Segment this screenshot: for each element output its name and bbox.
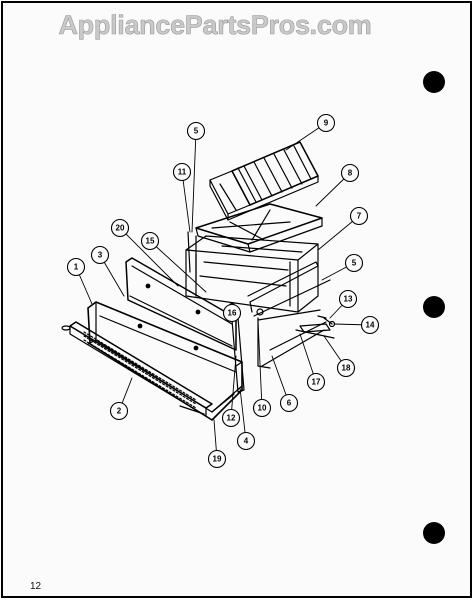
callout-circle: [172, 162, 192, 182]
callout-label: 3: [98, 251, 103, 260]
callout-circle: [360, 315, 380, 335]
binder-hole-middle: [423, 296, 445, 318]
callout-label: 13: [344, 295, 353, 304]
callout-label: 15: [146, 237, 155, 246]
callout-label: 11: [178, 168, 187, 177]
callout-label: 12: [227, 414, 236, 423]
broiler-pan-grid: [209, 141, 319, 221]
callout-circle: [186, 121, 206, 141]
callout-label: 1: [74, 263, 79, 272]
page-number: 12: [30, 581, 42, 592]
callout-circle: [349, 206, 369, 226]
callout-circle: [252, 398, 272, 418]
callout-circle: [90, 245, 110, 265]
callout-circle: [110, 218, 130, 238]
callout-circle: [344, 253, 364, 273]
watermark-text: AppliancePartsPros.com: [58, 10, 372, 41]
broiler-pan: [195, 203, 323, 253]
callout-label: 18: [342, 364, 351, 373]
callout-label: 5: [352, 259, 357, 268]
callout-label: 16: [228, 309, 237, 318]
callout-circle: [236, 431, 256, 451]
drawer-front: [87, 301, 243, 421]
inner-drawer-panel: [125, 257, 237, 351]
callout-circle: [140, 231, 160, 251]
callout-circle: [109, 401, 129, 421]
binder-hole-top: [423, 71, 445, 93]
callout-circle: [222, 303, 242, 323]
drawer-body: [185, 235, 319, 313]
callout-circle: [279, 393, 299, 413]
callout-circle: [316, 113, 336, 133]
callout-label: 9: [324, 119, 329, 128]
callout-circle: [221, 408, 241, 428]
binder-hole-bottom: [423, 522, 445, 544]
callout-circle: [306, 372, 326, 392]
callout-label: 10: [258, 404, 267, 413]
callout-label: 17: [312, 378, 321, 387]
drawer-slide-rail: [247, 261, 331, 317]
callout-label: 19: [213, 455, 222, 464]
callout-label: 6: [287, 399, 292, 408]
callout-circle: [338, 289, 358, 309]
lower-rails: [257, 309, 335, 369]
callout-circle: [207, 449, 227, 469]
callout-label: 5: [194, 127, 199, 136]
side-trim-strips: [179, 317, 245, 415]
callout-circle: [66, 257, 86, 277]
vent-kick-panel: [61, 321, 213, 417]
callout-circle: [340, 163, 360, 183]
callout-label: 4: [244, 437, 249, 446]
callout-label: 2: [117, 407, 122, 416]
callout-label: 14: [366, 321, 375, 330]
callout-label: 20: [116, 224, 125, 233]
callout-label: 8: [348, 169, 353, 178]
callout-circle: [336, 358, 356, 378]
callout-label: 7: [357, 212, 362, 221]
